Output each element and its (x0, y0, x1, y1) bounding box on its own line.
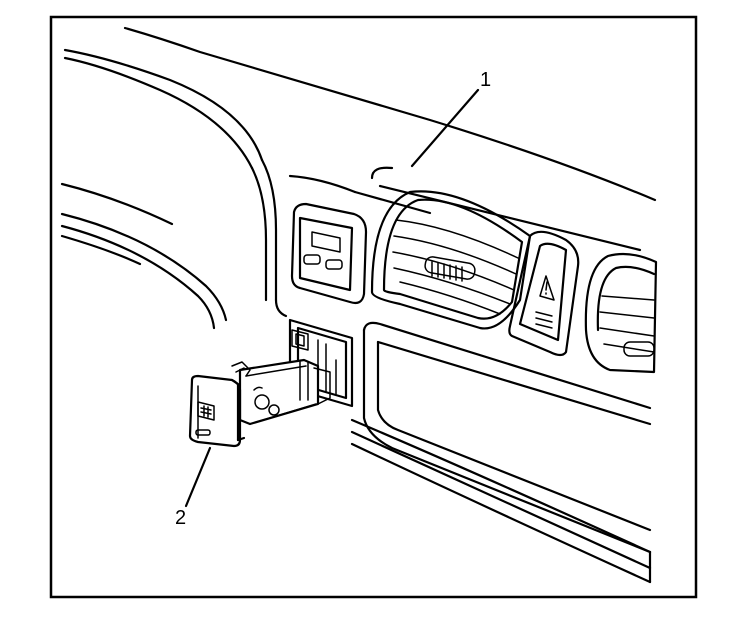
figure-frame (49, 15, 698, 599)
instrument-panel (60, 26, 657, 584)
air-vent-center (370, 190, 532, 330)
callout-label-1: 1 (480, 69, 491, 91)
leader-line-1 (410, 88, 480, 168)
callout-label-2: 2 (175, 507, 186, 529)
hazard-switch (508, 230, 580, 357)
switch-bezel (290, 202, 368, 305)
air-vent-right (584, 252, 658, 374)
storage-pocket (362, 321, 652, 554)
leader-line-2 (184, 446, 212, 508)
switch-assembly (188, 358, 331, 448)
